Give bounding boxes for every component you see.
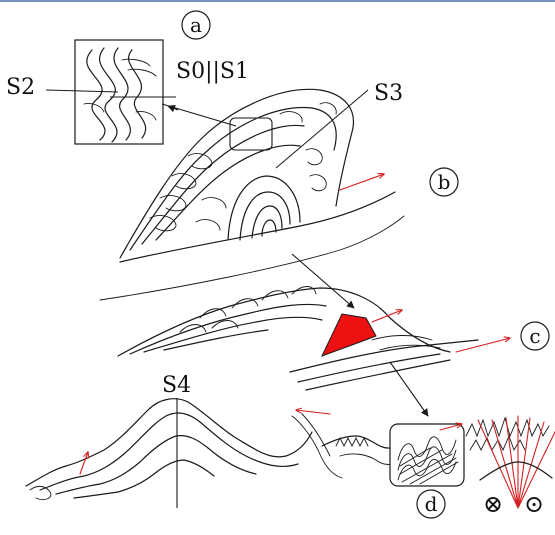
wedge-sole-thrust (290, 340, 478, 372)
label-a-text: a (190, 13, 202, 37)
label-a-marker: a (182, 11, 210, 39)
parasitic-fold (202, 198, 226, 208)
parasitic-fold (306, 149, 322, 165)
label-s4: S4 (162, 373, 191, 398)
basal-detachment (120, 192, 395, 262)
dot-symbol-icon: ⊙ (524, 490, 544, 518)
profile-crenulation (336, 438, 368, 446)
label-b-text: b (438, 170, 451, 194)
wedge-lower-layer (298, 354, 440, 382)
fold-core (252, 206, 282, 238)
fold-layer (142, 125, 304, 244)
profile-minor-fold (30, 486, 51, 499)
wedge-fold (200, 309, 226, 318)
label-c-text: c (529, 324, 540, 348)
wedge-layer (144, 317, 322, 352)
lower-layer-line (100, 216, 404, 300)
inset-box-a (75, 40, 163, 144)
wedge-fold (232, 299, 258, 308)
parasitic-fold (320, 103, 336, 114)
profile-right-limb (302, 414, 330, 456)
label-b-marker: b (430, 168, 458, 196)
wedge-layer (164, 330, 268, 350)
label-c-marker: c (521, 322, 549, 350)
parasitic-fold (196, 220, 220, 230)
label-d-text: d (425, 492, 438, 516)
fan-envelope (480, 462, 552, 480)
slip-arrow-middle (296, 410, 330, 414)
detail-box-frame (390, 424, 464, 486)
slip-arrow-left (80, 452, 88, 474)
thrust-arrow-c-upper (372, 310, 402, 322)
thrust-arrow-c-lower (456, 338, 510, 352)
stage-arrow-c-to-d (390, 362, 428, 416)
label-s0-s1: S0||S1 (176, 59, 249, 84)
parasitic-fold (310, 175, 326, 191)
inset-link-line (162, 104, 236, 126)
profile-layer (74, 460, 214, 498)
profile-right-limb (292, 416, 342, 478)
parasitic-fold (280, 112, 302, 122)
wedge-fold (262, 291, 288, 300)
cross-symbol-icon: ⊗ (483, 490, 503, 518)
parasitic-fold (160, 196, 186, 211)
label-d-marker: d (417, 490, 445, 518)
profile-layer (56, 436, 256, 494)
thrust-arrow-b (340, 174, 384, 190)
label-s2: S2 (6, 75, 35, 100)
refolded-profile-d (26, 399, 404, 500)
wedge-ramp-layer (372, 336, 432, 341)
fold-core (262, 220, 276, 236)
highlighted-thrust-block (322, 314, 376, 356)
wedge-layer (130, 304, 326, 354)
profile-top (26, 399, 312, 486)
fold-layer (156, 145, 300, 240)
stage-arrow-b-to-c (292, 254, 354, 308)
detail-box-d (390, 424, 464, 486)
parasitic-fold (172, 174, 196, 189)
label-s3: S3 (374, 81, 403, 106)
